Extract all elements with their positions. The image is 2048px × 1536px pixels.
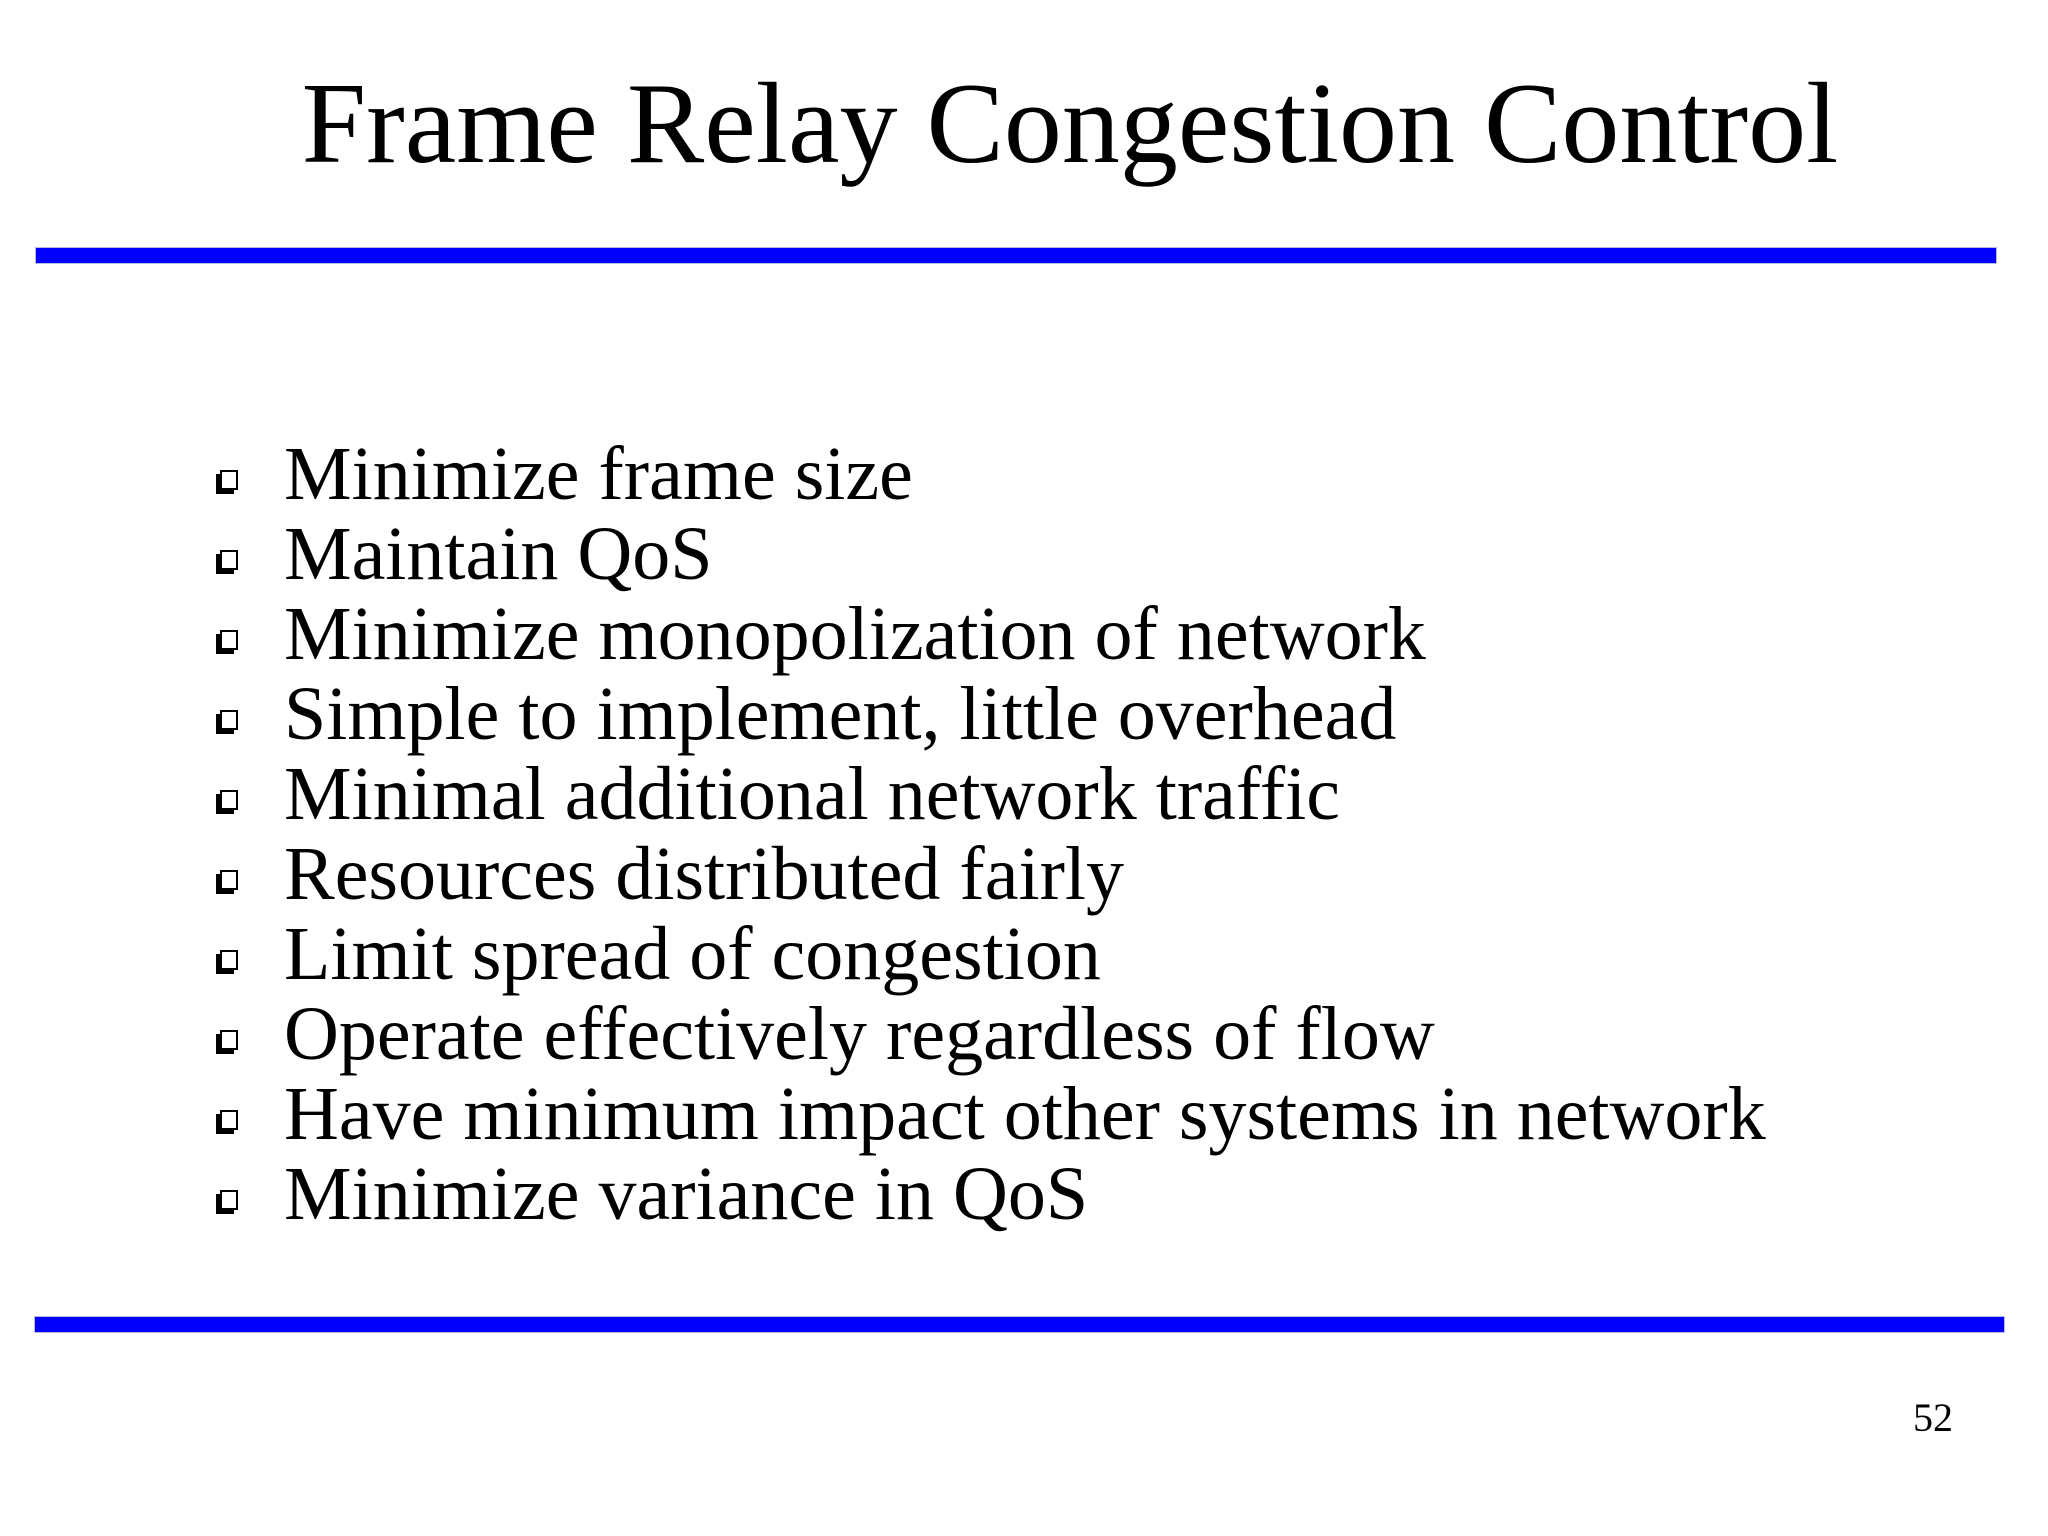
bullet-text: Operate effectively regardless of flow [284, 992, 1435, 1076]
bullet-text: Minimize variance in QoS [284, 1152, 1089, 1236]
shadowed-square-icon [220, 550, 238, 570]
list-item: Have minimum impact other systems in net… [216, 1074, 1766, 1154]
list-item: Resources distributed fairly [216, 834, 1766, 914]
shadowed-square-icon [220, 710, 238, 730]
shadowed-square-icon [220, 470, 238, 490]
shadowed-square-icon [220, 1190, 238, 1210]
list-item: Limit spread of congestion [216, 914, 1766, 994]
bullet-text: Have minimum impact other systems in net… [284, 1072, 1766, 1156]
bullet-text: Simple to implement, little overhead [284, 672, 1397, 756]
page-number: 52 [1913, 1395, 1953, 1440]
list-item: Minimize variance in QoS [216, 1154, 1766, 1234]
bullet-text: Minimize frame size [284, 432, 913, 516]
bullet-text: Resources distributed fairly [284, 832, 1125, 916]
list-item: Minimize monopolization of network [216, 594, 1766, 674]
shadowed-square-icon [220, 1030, 238, 1050]
bullet-text: Minimize monopolization of network [284, 592, 1426, 676]
slide-title: Frame Relay Congestion Control [301, 60, 1839, 188]
shadowed-square-icon [220, 1110, 238, 1130]
bullet-text: Limit spread of congestion [284, 912, 1101, 996]
shadowed-square-icon [220, 630, 238, 650]
list-item: Minimize frame size [216, 434, 1766, 514]
shadowed-square-icon [220, 870, 238, 890]
shadowed-square-icon [220, 790, 238, 810]
list-item: Simple to implement, little overhead [216, 674, 1766, 754]
list-item: Maintain QoS [216, 514, 1766, 594]
shadowed-square-icon [220, 950, 238, 970]
top-rule [35, 247, 1997, 264]
bottom-rule [34, 1316, 2005, 1333]
list-item: Operate effectively regardless of flow [216, 994, 1766, 1074]
list-item: Minimal additional network traffic [216, 754, 1766, 834]
bullet-text: Minimal additional network traffic [284, 752, 1340, 836]
bullet-text: Maintain QoS [284, 512, 713, 596]
